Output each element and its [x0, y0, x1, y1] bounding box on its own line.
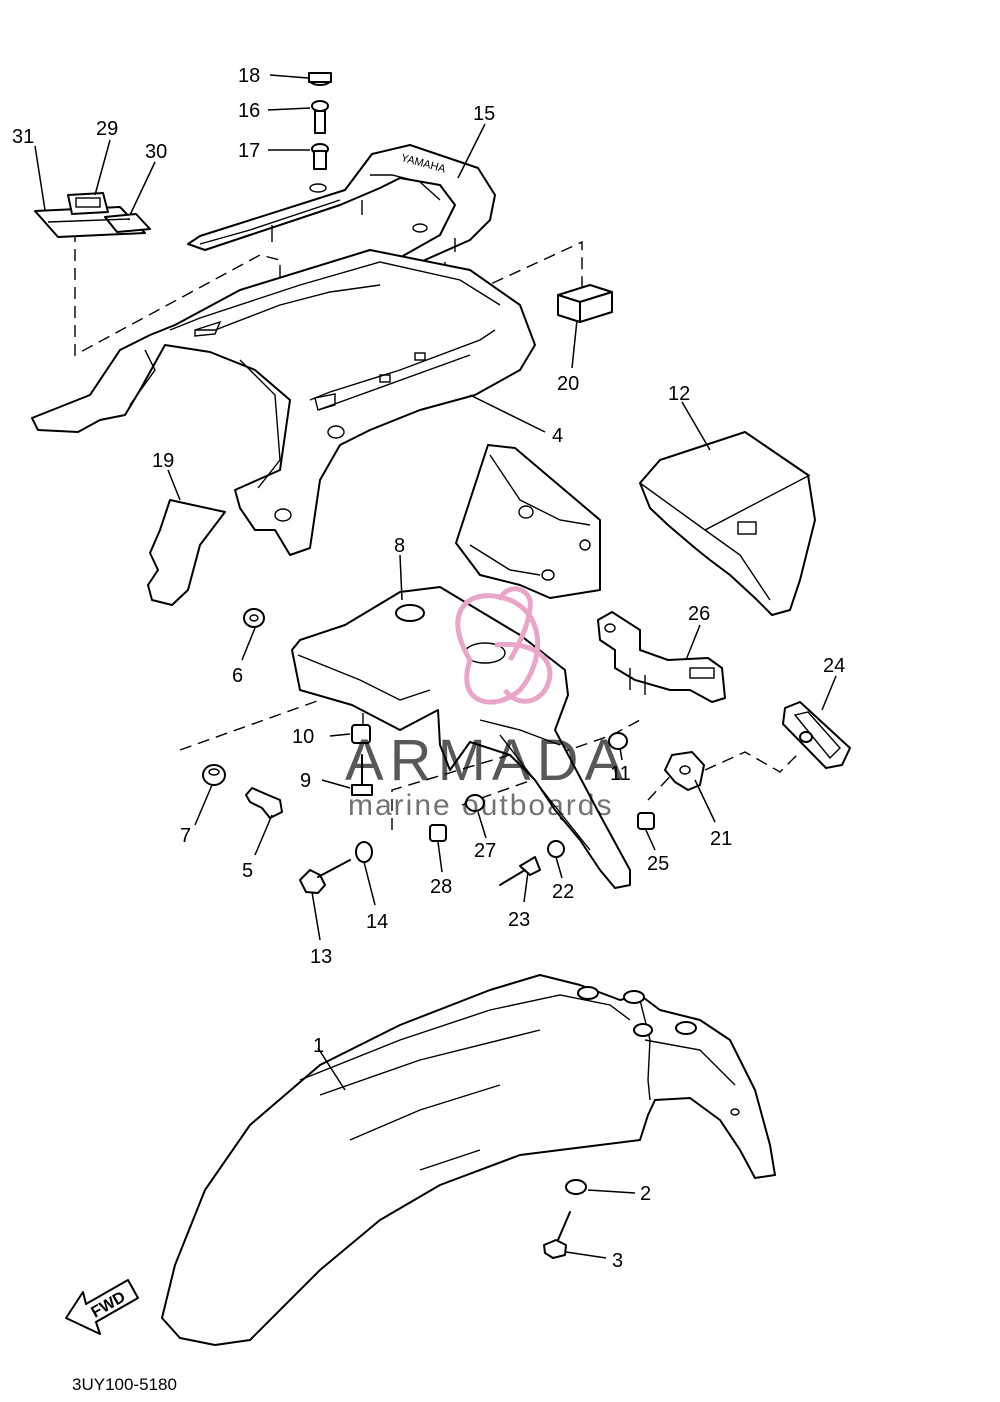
callout-16: 16 [238, 100, 260, 122]
grab-bar-part: YAMAHA [187, 144, 496, 323]
callout-13: 13 [310, 946, 332, 968]
callout-3: 3 [612, 1250, 623, 1272]
rear-fender-part [161, 974, 776, 1346]
bracket-assembly-part [455, 444, 601, 599]
callout-7: 7 [180, 825, 191, 847]
callout-1: 1 [313, 1035, 324, 1057]
decal-set [34, 192, 151, 238]
callout-28: 28 [430, 876, 452, 898]
callout-2: 2 [640, 1183, 651, 1205]
callout-12: 12 [668, 383, 690, 405]
callout-26: 26 [688, 603, 710, 625]
callout-20: 20 [557, 373, 579, 395]
forward-arrow: FWD [65, 1279, 139, 1335]
damper-block-part [557, 284, 613, 323]
rear-frame-part [31, 249, 536, 556]
callout-25: 25 [647, 853, 669, 875]
small-hardware [202, 608, 655, 894]
flap-part [147, 499, 226, 606]
callout-22: 22 [552, 881, 574, 903]
reflector-part [782, 701, 851, 769]
callout-10: 10 [292, 726, 314, 748]
watermark-brand: ARMADA [345, 728, 629, 793]
leader-lines [34, 74, 837, 1259]
diagram-code: 3UY100-5180 [72, 1375, 177, 1394]
callout-14: 14 [366, 911, 388, 933]
watermark-logo [455, 586, 553, 705]
license-bracket-part [597, 611, 726, 703]
callout-6: 6 [232, 665, 243, 687]
callout-4: 4 [552, 425, 563, 447]
callout-31: 31 [12, 126, 34, 148]
callout-19: 19 [152, 450, 174, 472]
callout-23: 23 [508, 909, 530, 931]
callout-27: 27 [474, 840, 496, 862]
callout-29: 29 [96, 118, 118, 140]
callout-18: 18 [238, 65, 260, 87]
watermark: ARMADA marine outboards [345, 586, 629, 822]
watermark-tagline: marine outboards [348, 789, 613, 822]
inner-fender-box-part [639, 431, 816, 616]
reflector-bracket-part [664, 751, 705, 791]
callout-30: 30 [145, 141, 167, 163]
callout-8: 8 [394, 535, 405, 557]
callout-11: 11 [610, 763, 631, 785]
callout-15: 15 [473, 103, 495, 125]
fender-fasteners [543, 1179, 587, 1259]
callout-24: 24 [823, 655, 845, 677]
callout-17: 17 [238, 140, 260, 162]
callout-5: 5 [242, 860, 253, 882]
fasteners-top [308, 72, 332, 170]
callout-21: 21 [710, 828, 732, 850]
callout-9: 9 [300, 770, 311, 792]
callout-numbers: 1 2 3 4 5 6 7 8 9 10 11 12 13 14 15 16 1… [12, 65, 845, 1272]
